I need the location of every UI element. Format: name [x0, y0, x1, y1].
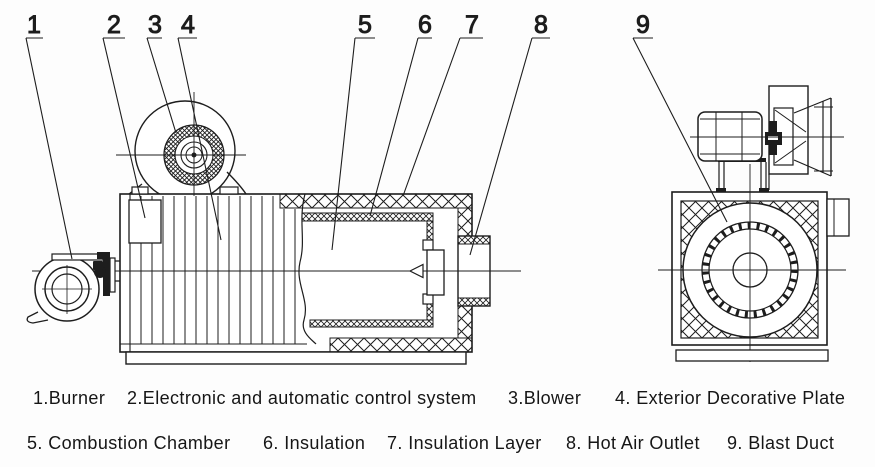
callout-number-2: 2 [107, 11, 121, 39]
chamber-port [422, 239, 445, 305]
callout-9: 9 [632, 11, 728, 223]
end-view-centerlines [658, 164, 846, 362]
legend-item-burner: 1.Burner [33, 388, 106, 408]
fan-housing [690, 85, 844, 190]
insulation-liner [301, 212, 434, 328]
callout-1: 1 [25, 11, 73, 260]
flow-arrow [408, 263, 424, 279]
callout-number-9: 9 [636, 11, 650, 39]
blower-foot-right [219, 186, 239, 195]
callout-2: 2 [102, 11, 146, 219]
control-system-box [128, 199, 162, 244]
side-tab [826, 198, 850, 237]
burner-fittings [93, 252, 106, 278]
base-plate-end [675, 349, 829, 362]
fan-blades [774, 109, 807, 164]
callouts: 1 2 3 4 5 6 7 8 [25, 11, 728, 260]
combustion-chamber [302, 221, 427, 320]
base-plate-side [125, 351, 467, 365]
callout-number-7: 7 [465, 11, 479, 39]
exterior-decorative-plate [140, 196, 296, 344]
legend-line-2: 5. Combustion Chamber 6. Insulation 7. I… [0, 433, 875, 455]
callout-3: 3 [146, 11, 177, 134]
blast-duct [716, 158, 769, 192]
callout-8: 8 [469, 11, 550, 256]
legend-item-insulation: 6. Insulation [263, 433, 366, 453]
callout-number-4: 4 [181, 11, 195, 39]
legend-item-insulation-layer: 7. Insulation Layer [387, 433, 542, 453]
blower-impeller [116, 92, 246, 196]
end-view [658, 85, 850, 362]
legend-item-combustion-chamber: 5. Combustion Chamber [27, 433, 231, 453]
blower-foot-left [131, 186, 149, 195]
legend-line-1: 1.Burner 2.Electronic and automatic cont… [0, 388, 875, 410]
callout-number-8: 8 [534, 11, 548, 39]
legend-item-exterior-plate: 4. Exterior Decorative Plate [615, 388, 846, 408]
legend-item-control-system: 2.Electronic and automatic control syste… [127, 388, 477, 408]
callout-number-1: 1 [27, 11, 41, 39]
legend-item-hot-air-outlet: 8. Hot Air Outlet [566, 433, 700, 453]
callout-6: 6 [369, 11, 432, 217]
blower-motor [697, 111, 763, 162]
furnace-technical-drawing: 1 2 3 4 5 6 7 8 [25, 11, 850, 365]
callout-number-3: 3 [148, 11, 162, 39]
legend-item-blower: 3.Blower [508, 388, 582, 408]
legend-item-blast-duct: 9. Blast Duct [727, 433, 835, 453]
blower-centerlines [116, 92, 246, 196]
insulation-hatch-end [681, 201, 818, 338]
motor-coupling [765, 121, 782, 155]
furnace-body [32, 186, 521, 365]
burner-centerlines [42, 265, 92, 314]
break-line [298, 193, 317, 345]
callout-number-6: 6 [418, 11, 432, 39]
callout-5: 5 [331, 11, 375, 251]
callout-number-5: 5 [358, 11, 372, 39]
burner [26, 252, 120, 324]
side-view [26, 92, 521, 365]
callout-4: 4 [177, 11, 222, 241]
burner-flange [103, 252, 110, 296]
callout-7: 7 [402, 11, 483, 197]
